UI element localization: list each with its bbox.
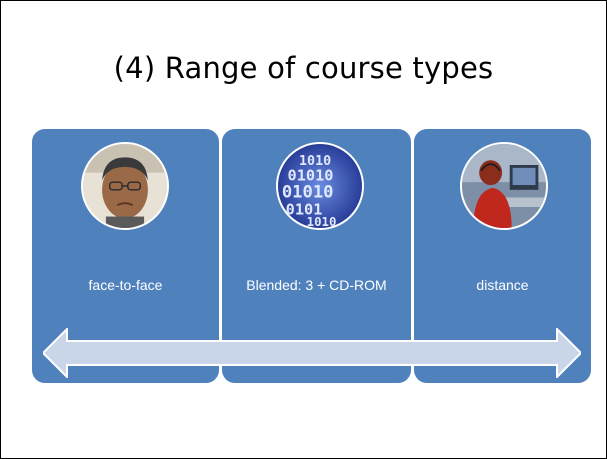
card-label: Blended: 3 + CD-ROM xyxy=(246,277,387,293)
person-photo-icon xyxy=(81,142,169,230)
person-at-computer-icon xyxy=(460,142,548,230)
svg-text:0101: 0101 xyxy=(286,201,323,219)
course-type-card-face-to-face: face-to-face xyxy=(31,128,220,384)
card-label: distance xyxy=(476,277,529,293)
svg-text:1010: 1010 xyxy=(307,214,337,228)
binary-digits-icon: 1010 01010 01010 0101 1010 xyxy=(276,142,364,230)
double-headed-arrow-icon xyxy=(43,328,581,378)
svg-text:01010: 01010 xyxy=(282,182,334,202)
card-label: face-to-face xyxy=(88,277,163,293)
svg-text:1010: 1010 xyxy=(299,154,331,169)
slide-title: (4) Range of course types xyxy=(113,51,494,85)
svg-text:01010: 01010 xyxy=(288,166,334,184)
